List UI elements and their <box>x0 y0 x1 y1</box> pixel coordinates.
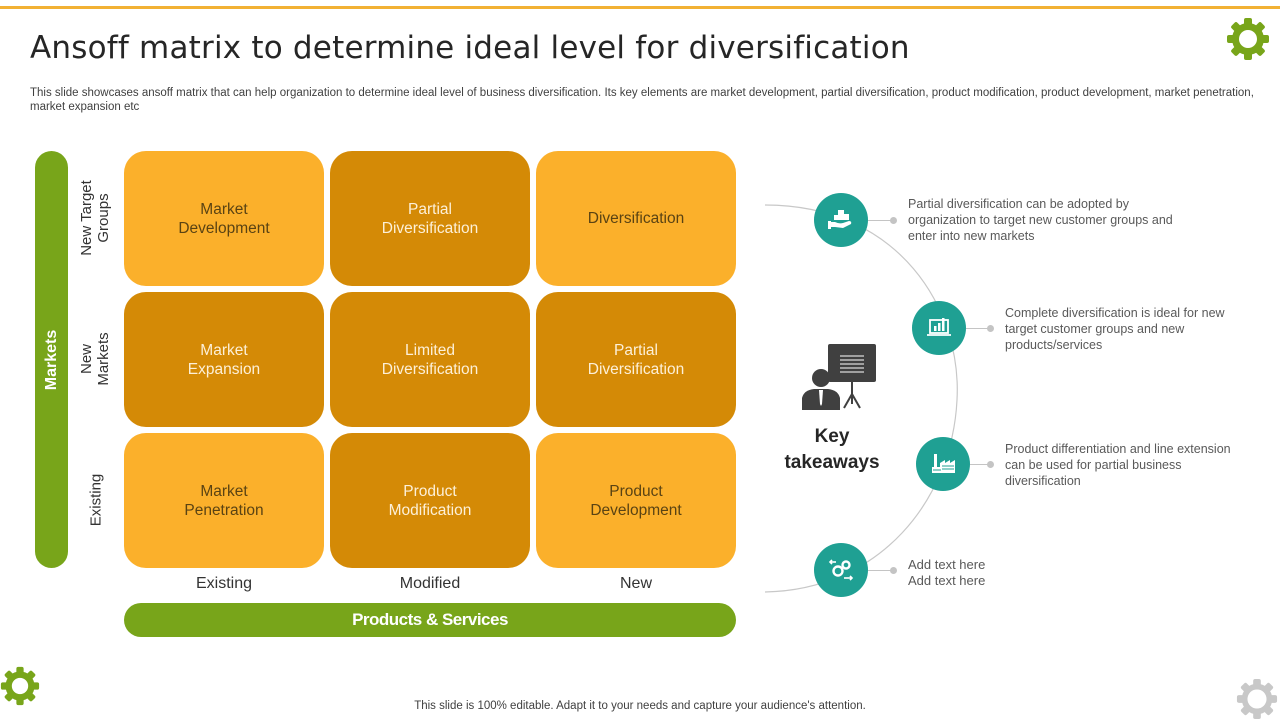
hand-buildings-icon <box>828 210 852 229</box>
matrix-cell-market-penetration: Market Penetration <box>124 433 324 568</box>
col-label-modified: Modified <box>399 575 461 592</box>
cell-label: Product Development <box>590 482 682 519</box>
key-takeaways-label: Key takeaways <box>772 424 892 476</box>
connector-dot-2 <box>987 325 994 332</box>
connector-dot-3 <box>987 461 994 468</box>
matrix-cell-market-development: Market Development <box>124 151 324 286</box>
gears-arrows-icon <box>828 559 854 581</box>
connector-4 <box>868 570 894 571</box>
matrix-cell-limited-diversification: Limited Diversification <box>330 292 530 427</box>
takeaway-node-2 <box>912 301 966 355</box>
col-label-new: New <box>619 575 652 592</box>
cell-label: Partial Diversification <box>381 200 479 237</box>
gear-icon-top-right <box>1227 18 1269 60</box>
matrix-cell-diversification: Diversification <box>536 151 736 286</box>
connector-1 <box>868 220 894 221</box>
takeaway-node-1 <box>814 193 868 247</box>
matrix-cell-partial-diversification-top: Partial Diversification <box>330 151 530 286</box>
col-label-existing: Existing <box>195 575 253 592</box>
takeaway-node-3 <box>916 437 970 491</box>
matrix-cell-product-modification: Product Modification <box>330 433 530 568</box>
footer-note: This slide is 100% editable. Adapt it to… <box>414 700 866 712</box>
cell-label: Partial Diversification <box>587 341 685 378</box>
top-accent-bar <box>0 6 1280 9</box>
connector-2 <box>966 328 990 329</box>
gear-icon-bottom-left <box>0 666 40 706</box>
products-services-axis-bar: Products & Services <box>124 603 736 637</box>
key-takeaways-line2: takeaways <box>784 452 880 473</box>
matrix-cell-product-development: Product Development <box>536 433 736 568</box>
key-takeaways-line1: Key <box>814 426 850 447</box>
products-services-axis-label: Products & Services <box>352 610 508 629</box>
page-title: Ansoff matrix to determine ideal level f… <box>30 30 910 66</box>
takeaway-text-4: Add text here Add text here <box>908 557 986 588</box>
cell-label: Market Development <box>178 200 270 237</box>
cell-label: Market Expansion <box>187 341 261 378</box>
connector-dot-4 <box>890 567 897 574</box>
markets-axis-bar <box>35 151 68 568</box>
cell-label: Diversification <box>587 210 685 227</box>
matrix-cell-market-expansion: Market Expansion <box>124 292 324 427</box>
cell-label: Limited Diversification <box>381 341 479 378</box>
takeaway-text-2: Complete diversification is ideal for ne… <box>1005 306 1225 352</box>
connector-dot-1 <box>890 217 897 224</box>
connector-3 <box>970 464 990 465</box>
cell-label: Market Penetration <box>184 482 264 519</box>
gear-icon-bottom-right <box>1236 678 1278 720</box>
takeaway-text-1: Partial diversification can be adopted b… <box>908 197 1173 243</box>
matrix-cell-partial-diversification-mid: Partial Diversification <box>536 292 736 427</box>
laptop-chart-icon <box>927 318 951 336</box>
presenter-board-icon <box>802 344 876 410</box>
cell-label: Product Modification <box>388 482 472 519</box>
takeaway-node-4 <box>814 543 868 597</box>
factory-icon <box>932 454 955 473</box>
page-subtitle: This slide showcases ansoff matrix that … <box>30 87 1254 113</box>
takeaway-text-3: Product differentiation and line extensi… <box>1005 442 1231 488</box>
